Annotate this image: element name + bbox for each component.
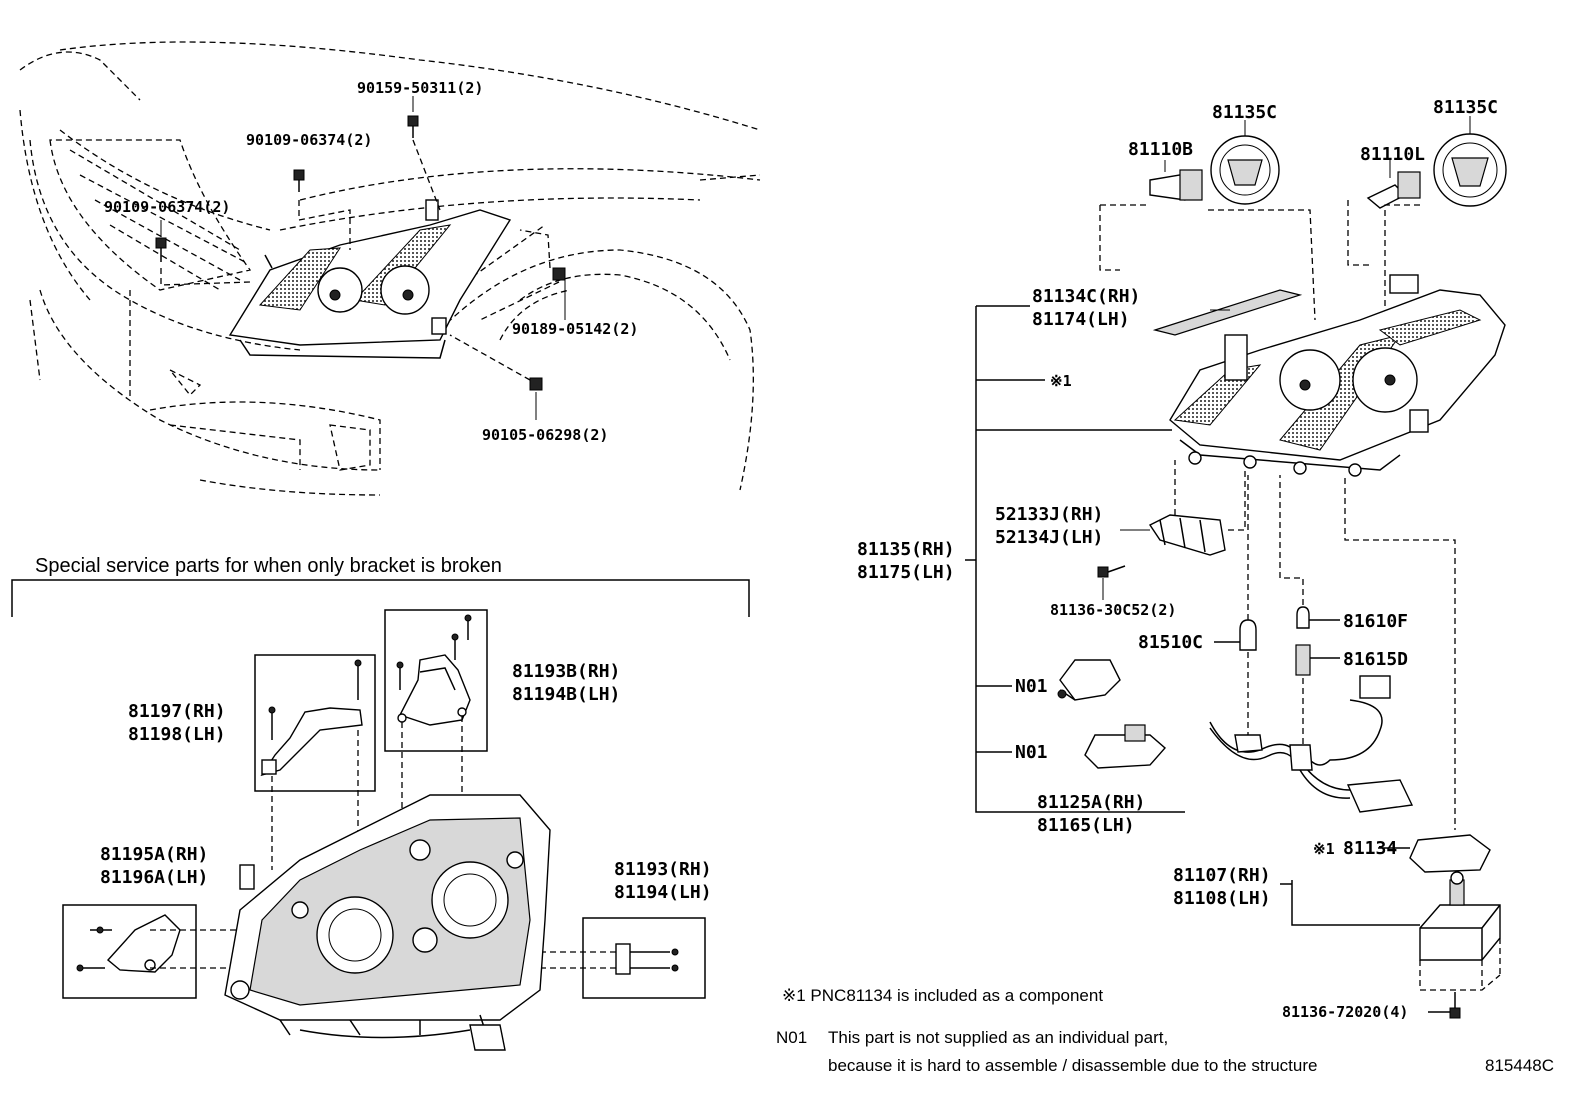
fastener-bolt-top (407, 96, 441, 211)
label-ballast-screw: 81136-72020(4) (1282, 1003, 1408, 1021)
wire-harness-81125a (1209, 675, 1414, 813)
label-nut-side: 90189-05142(2) (512, 320, 638, 338)
label-bulb-l: 81110L (1360, 144, 1425, 165)
label-bulb-c: 81510C (1138, 632, 1203, 653)
note-n01-line2: because it is hard to assemble / disasse… (828, 1056, 1317, 1075)
vehicle-installation-view: 90159-50311(2) 90109-06374(2) 90109-0637… (19, 41, 761, 496)
label-bracket-left-lh: 81198(LH) (128, 724, 226, 745)
label-assy-rh: 81135(RH) (857, 539, 955, 560)
label-gasket-ref: ※1 (1313, 840, 1335, 858)
fastener-nut-side (479, 229, 566, 321)
section-caption: Special service parts for when only brac… (35, 555, 502, 577)
leveling-motor-n01 (1057, 659, 1121, 701)
label-bracket-top-lh: 81194B(LH) (512, 684, 620, 705)
ballast-81107 (1419, 871, 1501, 1019)
socket-81615d (1295, 644, 1340, 745)
actuator-n01 (1084, 724, 1166, 769)
label-cover-a: 81135C (1212, 102, 1277, 123)
retainer-52133j (1120, 460, 1246, 556)
label-bracket-side-lh: 81196A(LH) (100, 867, 208, 888)
bracket-top-part (396, 614, 472, 726)
note-n01-line1: This part is not supplied as an individu… (828, 1028, 1168, 1047)
fastener-bolt-a (293, 169, 351, 250)
bracket-side-part (76, 914, 181, 973)
grille (49, 129, 271, 291)
label-bolt-b: 90109-06374(2) (104, 198, 230, 216)
bulb-81110b (1149, 160, 1203, 201)
label-assy-lh: 81175(LH) (857, 562, 955, 583)
label-bracket-left-rh: 81197(RH) (128, 701, 226, 722)
label-bolt-a: 90109-06374(2) (246, 131, 372, 149)
gasket-81134 (1409, 834, 1491, 873)
note-n01-code: N01 (776, 1028, 807, 1047)
label-bolt-top: 90159-50311(2) (357, 79, 483, 97)
box-bracket-left (254, 654, 376, 792)
label-ref1: ※1 (1050, 372, 1072, 390)
bracket-service-section: Special service parts for when only brac… (11, 555, 750, 1051)
cover-81135c-a (1210, 120, 1280, 205)
label-bracket-right-lh: 81194(LH) (614, 882, 712, 903)
fastener-bolt-b (155, 220, 251, 286)
label-trim-lh: 81174(LH) (1032, 309, 1130, 330)
headlamp-exploded-view: 81135C 81135C 81110B 81110L 81134C(RH) 8… (857, 97, 1507, 1021)
fastener-bolt-bottom (449, 334, 543, 420)
label-n01-a: N01 (1015, 676, 1048, 697)
bracket-left-part (260, 659, 363, 777)
label-socket-d: 81615D (1343, 649, 1408, 670)
label-bulb-f: 81610F (1343, 611, 1408, 632)
bracket-right-part (615, 943, 679, 975)
label-bracket-right-rh: 81193(RH) (614, 859, 712, 880)
label-retainer-lh: 52134J(LH) (995, 527, 1103, 548)
box-bracket-right (582, 917, 706, 999)
label-bolt-bottom: 90105-06298(2) (482, 426, 608, 444)
label-bracket-side-rh: 81195A(RH) (100, 844, 208, 865)
headlamp-housing-rear (224, 794, 551, 1051)
label-trim-rh: 81134C(RH) (1032, 286, 1140, 307)
installed-headlamp (228, 199, 512, 359)
label-gasket: 81134 (1343, 838, 1397, 859)
bulb-81610f (1279, 475, 1340, 629)
label-wire-rh: 81125A(RH) (1037, 792, 1145, 813)
label-screw: 81136-30C52(2) (1050, 601, 1176, 619)
footnotes: ※1 PNC81134 is included as a component N… (776, 986, 1554, 1075)
illustration-id: 815448C (1485, 1056, 1554, 1075)
label-retainer-rh: 52133J(RH) (995, 504, 1103, 525)
trim-81134c (1152, 289, 1303, 336)
label-wire-lh: 81165(LH) (1037, 815, 1135, 836)
box-bracket-side (62, 904, 197, 999)
note-pnc81134: ※1 PNC81134 is included as a component (782, 986, 1103, 1005)
label-ballast-lh: 81108(LH) (1173, 888, 1271, 909)
label-n01-b: N01 (1015, 742, 1048, 763)
bulb-81510c (1214, 475, 1257, 735)
label-bracket-top-rh: 81193B(RH) (512, 661, 620, 682)
cover-81135c-b (1433, 116, 1507, 207)
label-bulb-b: 81110B (1128, 139, 1193, 160)
bulb-81110l (1366, 160, 1421, 209)
label-cover-b: 81135C (1433, 97, 1498, 118)
headlamp-assembly (1169, 274, 1506, 477)
screw-81136-30c52 (1097, 565, 1126, 600)
label-ballast-rh: 81107(RH) (1173, 865, 1271, 886)
box-bracket-top (384, 609, 488, 752)
